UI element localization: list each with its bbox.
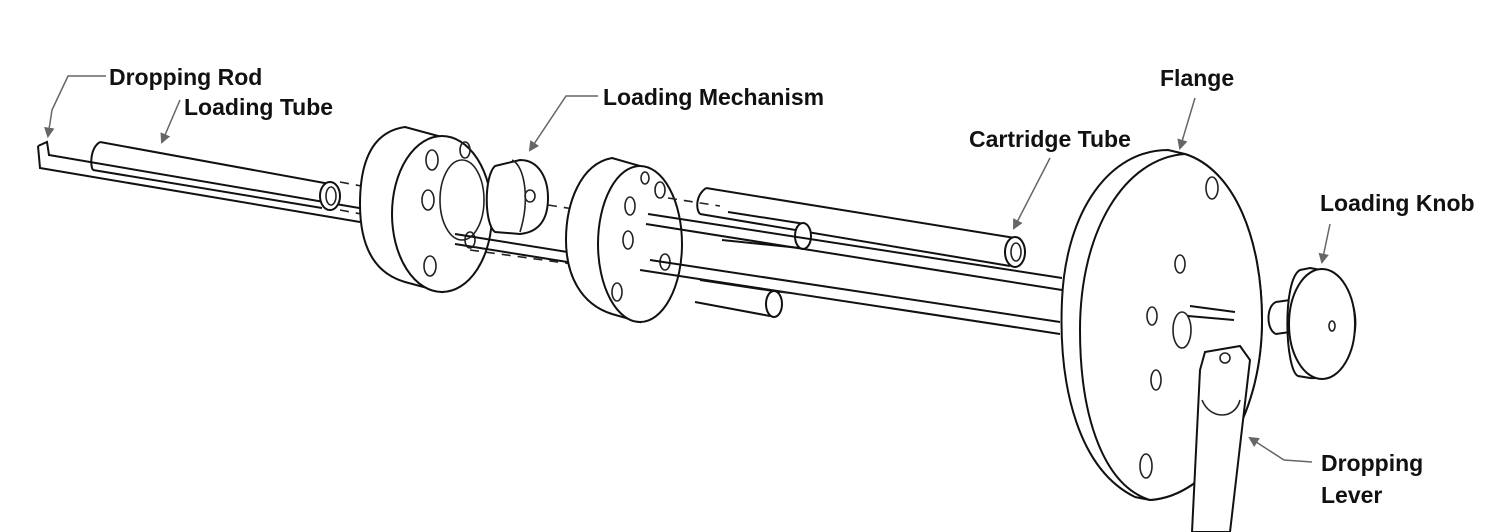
loading-tube-leader — [160, 99, 181, 144]
dropping-lever — [1190, 344, 1252, 532]
loading-mechanism-label: Loading Mechanism — [603, 84, 825, 110]
dropping-rod-label: Dropping Rod — [109, 64, 263, 90]
cartridge-tube-leader — [1013, 157, 1051, 230]
loading-knob-label: Loading Knob — [1320, 190, 1475, 216]
loading-mechanism — [485, 158, 581, 236]
loading-tube — [90, 141, 373, 217]
first-disc — [358, 125, 493, 294]
loading-tube-label: Loading Tube — [184, 94, 334, 120]
dropping-lever-label-line1: Dropping — [1321, 450, 1424, 476]
second-disc — [564, 156, 683, 324]
flange-label: Flange — [1160, 65, 1235, 91]
flange-leader — [1177, 97, 1196, 151]
cartridge-tube-label: Cartridge Tube — [969, 126, 1131, 152]
dropping-lever-leader — [1248, 436, 1313, 463]
dropping-lever-label-line2: Lever — [1321, 482, 1383, 508]
dropping-rod-leader — [44, 75, 106, 139]
loading-mechanism-leader — [528, 95, 598, 152]
cartridge-tubes — [639, 187, 1063, 335]
loading-knob-leader — [1318, 223, 1331, 265]
loading-knob — [1267, 266, 1357, 380]
